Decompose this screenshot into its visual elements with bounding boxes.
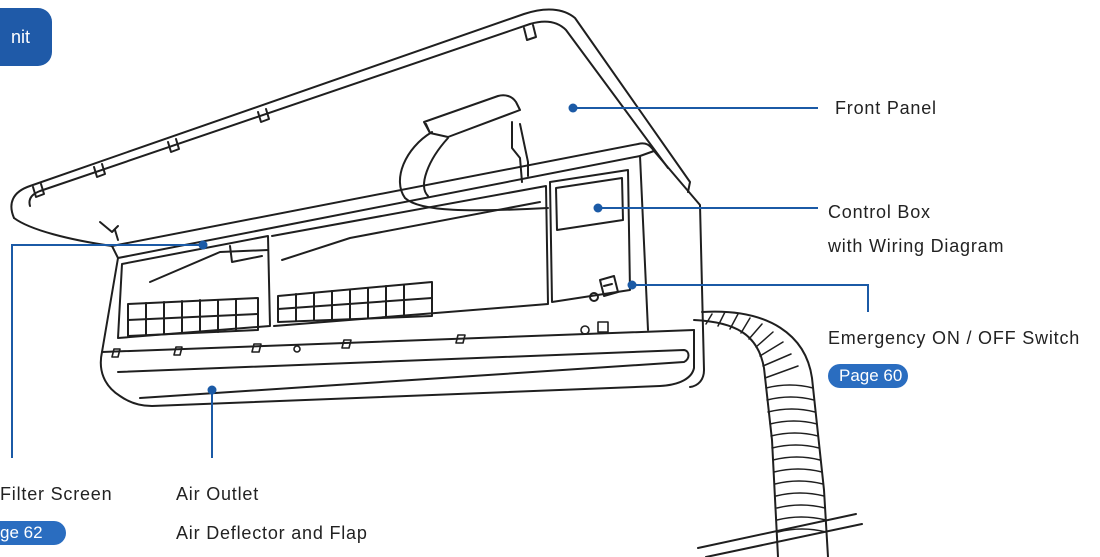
unit-body-drawing — [99, 142, 705, 407]
label-control-box: Control Box — [828, 202, 931, 222]
page-link-emergency-switch-label: Page 60 — [839, 366, 903, 385]
control-box-drawing — [549, 169, 631, 303]
callout-line-filter-screen — [11, 244, 203, 458]
label-air-deflector: Air Deflector and Flap — [176, 523, 368, 543]
callout-dot-air-outlet — [207, 385, 217, 395]
filter-drawing — [117, 185, 549, 339]
section-tab-label: nit — [10, 26, 30, 47]
callout-dot-control-box — [593, 203, 603, 213]
ac-unit-illustration — [10, 8, 863, 557]
pipe-drawing — [693, 310, 829, 557]
front-panel-drawing — [10, 8, 691, 247]
section-tab[interactable]: nit — [0, 8, 52, 66]
label-emergency-switch: Emergency ON / OFF Switch — [828, 328, 1081, 348]
label-front-panel: Front Panel — [835, 98, 937, 118]
page-link-filter-screen-label: ge 62 — [0, 523, 43, 542]
panel-wiring — [398, 94, 549, 212]
front-face-marks — [111, 321, 609, 358]
page-link-emergency-switch[interactable]: Page 60 — [828, 364, 908, 388]
page-link-filter-screen[interactable]: ge 62 — [0, 521, 66, 545]
callout-line-emergency-switch — [632, 284, 869, 312]
emergency-switch-shape — [599, 275, 619, 297]
label-control-box-sub: with Wiring Diagram — [828, 236, 1005, 256]
callout-dot-front-panel — [568, 103, 578, 113]
callout-dots — [198, 103, 637, 395]
callout-lines — [11, 107, 869, 458]
label-filter-screen: Filter Screen — [0, 484, 113, 504]
mounting-surface-lines — [697, 513, 863, 557]
label-air-outlet: Air Outlet — [176, 484, 260, 504]
callout-dot-emergency-switch — [627, 280, 637, 290]
callout-dot-filter-screen — [198, 240, 208, 250]
